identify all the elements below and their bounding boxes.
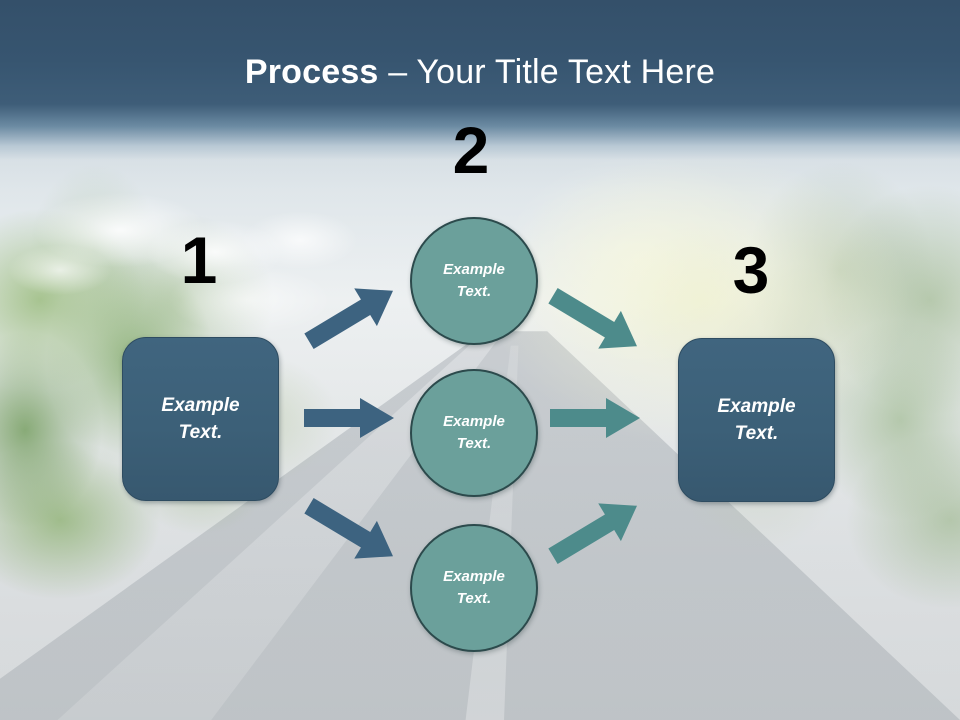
process-end-box[interactable]: Example Text. xyxy=(678,338,835,502)
title-band xyxy=(0,0,960,160)
process-node-bottom-label: Example Text. xyxy=(443,568,505,607)
process-node-middle[interactable]: Example Text. xyxy=(410,369,538,497)
process-node-middle-label: Example Text. xyxy=(443,413,505,452)
page-title-bold: Process xyxy=(244,53,379,91)
step-number-3: 3 xyxy=(732,233,770,307)
process-start-box[interactable]: Example Text. xyxy=(122,337,279,501)
process-node-bottom[interactable]: Example Text. xyxy=(410,524,538,652)
arrow-start-to-middle-icon xyxy=(304,398,394,438)
process-start-box-label: Example Text. xyxy=(161,395,240,443)
page-title-rest: – Your Title Text Here xyxy=(378,53,716,91)
arrow-start-to-bottom-icon xyxy=(304,498,394,559)
process-node-top-label: Example Text. xyxy=(443,261,505,300)
arrow-top-to-end-icon xyxy=(548,288,638,349)
arrow-middle-to-end-icon xyxy=(550,398,640,438)
page-title: Process – Your Title Text Here xyxy=(0,52,960,92)
process-end-box-label: Example Text. xyxy=(717,396,796,444)
step-number-1: 1 xyxy=(180,223,218,297)
arrow-start-to-top-icon xyxy=(304,288,394,349)
process-node-top[interactable]: Example Text. xyxy=(410,217,538,345)
arrow-bottom-to-end-icon xyxy=(548,503,638,564)
step-number-2: 2 xyxy=(452,113,490,187)
